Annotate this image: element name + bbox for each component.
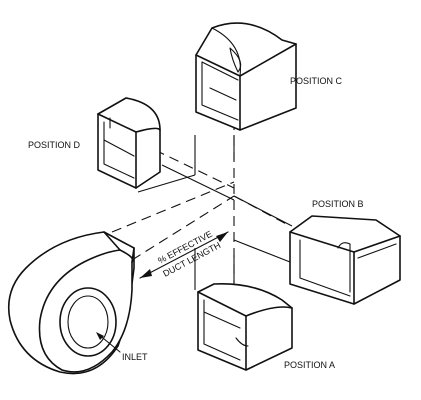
- elbow-position-a: [197, 283, 293, 371]
- elbow-position-b: [289, 215, 401, 305]
- elbow-c-outline: [195, 22, 297, 131]
- guide-lines: [111, 120, 293, 290]
- elbow-d-outline: [97, 97, 161, 189]
- elbow-b-inner-right: [357, 243, 397, 259]
- arrow-head-end: [216, 232, 228, 242]
- elbow-position-d: [97, 97, 161, 189]
- elbow-c-vane: [229, 47, 242, 73]
- elbow-d-inner-left: [103, 121, 135, 179]
- label-position-a: POSITION A: [284, 360, 335, 370]
- effective-length-dimension: % EFFECTIVE DUCT LENGTH: [139, 229, 229, 279]
- axis-to-position-d: [154, 149, 235, 189]
- fan-inlet-opening: [67, 295, 109, 349]
- elbow-position-c: [195, 22, 297, 131]
- elbow-c-inner-top: [201, 61, 239, 81]
- axis-to-position-b: [233, 195, 291, 227]
- dimension-arrow-line: [139, 231, 229, 279]
- elbow-c-throat-curve: [211, 27, 241, 77]
- projector-d-bottom: [137, 174, 196, 193]
- elbow-a-outline: [197, 283, 293, 371]
- label-position-c: POSITION C: [290, 76, 343, 86]
- elbow-c-inner-diag: [209, 87, 237, 101]
- elbow-b-outline: [289, 215, 401, 305]
- arrow-head-start: [140, 269, 152, 278]
- projector-b-top: [233, 195, 293, 227]
- elbow-b-vane: [337, 242, 351, 293]
- projector-d-right: [161, 164, 235, 201]
- fan-outlet-edge: [103, 231, 121, 251]
- projector-b-bottom: [233, 239, 291, 263]
- elbow-a-inner-mid: [203, 311, 241, 329]
- elbow-c-inner-left: [201, 61, 239, 121]
- fan-outlet-side: [131, 247, 135, 263]
- inlet-leader: [96, 332, 121, 353]
- label-position-b: POSITION B: [312, 199, 364, 209]
- elbow-d-inner-mid: [103, 139, 135, 157]
- elbow-a-inner-curve: [235, 337, 249, 347]
- elbow-b-inner-left: [299, 239, 351, 297]
- label-inlet: INLET: [122, 352, 148, 362]
- elbow-a-inner-left: [203, 299, 241, 361]
- centrifugal-fan: [7, 231, 135, 375]
- duct-axis-upper: [111, 181, 235, 233]
- label-position-d: POSITION D: [28, 140, 81, 150]
- duct-axis-lower: [131, 195, 235, 261]
- inlet-arrow-head: [96, 332, 104, 340]
